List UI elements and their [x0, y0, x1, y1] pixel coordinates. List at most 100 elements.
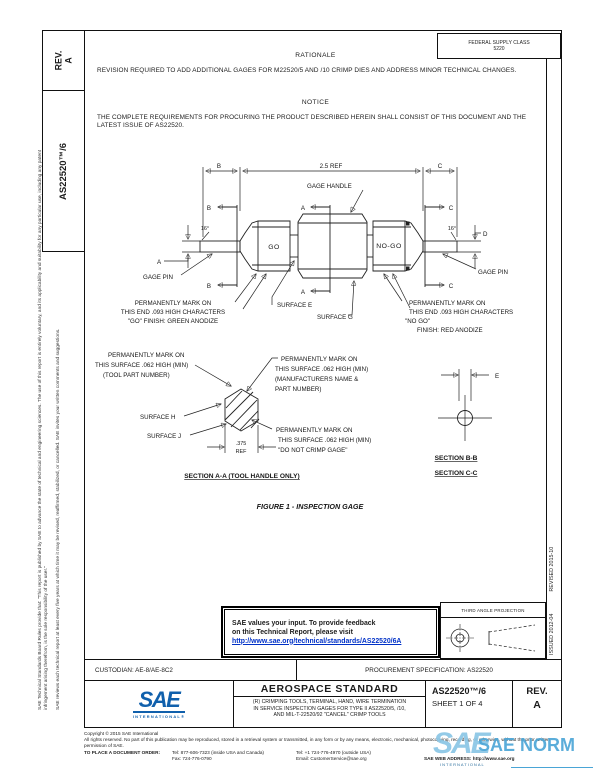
notice-body: THE COMPLETE REQUIREMENTS FOR PROCURING …: [97, 114, 527, 130]
feedback-line1: SAE values your input. To provide feedba…: [232, 619, 376, 627]
rationale-heading: RATIONALE: [295, 52, 336, 59]
gage-pin-left-label: GAGE PIN: [143, 274, 173, 281]
notice-heading: NOTICE: [301, 99, 330, 106]
surface-j-label: SURFACE J: [147, 433, 181, 440]
revision-cell: REV. A: [513, 681, 561, 727]
doc-number-side-box: AS22520™/6: [42, 90, 85, 252]
sae-logo: SAE INTERNATIONAL®: [132, 686, 186, 719]
dimension-lines: [164, 167, 489, 453]
revision-label: REV.: [526, 686, 548, 697]
copyright-block: Copyright © 2015 SAE International All r…: [84, 731, 562, 762]
fax-number: Fax: 724-776-0790: [172, 755, 212, 761]
mark-tool-line1: PERMANENTLY MARK ON: [108, 352, 184, 359]
watermark-international-text: INTERNATIONAL: [440, 762, 485, 767]
dim-b-label: B: [217, 163, 221, 170]
phone-outside-usa: Tel: +1 724-776-4970 (outside USA): [296, 749, 371, 755]
mark-nogo-line4: FINISH: RED ANODIZE: [417, 327, 483, 334]
section-bb-title: SECTION B-B: [435, 455, 478, 462]
fsc-label: FEDERAL SUPPLY CLASS: [468, 39, 530, 46]
chamfer-left-label: 16°: [201, 226, 209, 232]
dim-a-label: A: [157, 259, 162, 266]
section-a-letter-top: A: [301, 205, 306, 212]
section-cc-title: SECTION C-C: [435, 470, 478, 477]
custodian-row: CUSTODIAN: AE-8/AE-8C2 PROCUREMENT SPECI…: [85, 659, 561, 680]
third-angle-projection-box: THIRD ANGLE PROJECTION: [440, 602, 546, 659]
document-type-heading: AEROSPACE STANDARD: [234, 681, 425, 697]
copyright-line2: All rights reserved. No part of this pub…: [84, 736, 550, 748]
figure-caption: FIGURE 1 - INSPECTION GAGE: [257, 502, 364, 511]
sae-logo-subtext: INTERNATIONAL®: [132, 710, 186, 719]
revision-value: A: [533, 699, 541, 711]
surface-g-label: SURFACE G: [317, 314, 353, 321]
dim-d-label: D: [483, 231, 488, 238]
section-aa-hexagon: [224, 388, 260, 432]
sae-logo-text: SAE: [138, 686, 181, 712]
fsc-value: 5220: [493, 46, 505, 52]
mark-go-line1: PERMANENTLY MARK ON: [135, 300, 211, 307]
mark-mfr-line4: PART NUMBER): [275, 386, 321, 393]
sheet-number: SHEET 1 OF 4: [432, 699, 483, 708]
mark-nocrimp-line2: THIS SURFACE .062 HIGH (MIN): [278, 437, 371, 444]
web-address: SAE WEB ADDRESS: http://www.sae.org: [424, 755, 515, 761]
mark-mfr-line1: PERMANENTLY MARK ON: [281, 356, 357, 363]
section-cut-lines: [218, 205, 444, 293]
section-b-letter-bottom: B: [207, 283, 211, 290]
mark-nocrimp-line3: "DO NOT CRIMP GAGE": [278, 447, 348, 454]
surface-h-label: SURFACE H: [140, 414, 175, 421]
doc-number-side-label: AS22520™/6: [58, 142, 70, 200]
leader-lines: [180, 189, 477, 436]
title-block: SAE INTERNATIONAL® AEROSPACE STANDARD (R…: [85, 680, 561, 727]
feedback-link[interactable]: http://www.sae.org/technical/standards/A…: [232, 637, 402, 645]
third-angle-projection-symbol: [441, 618, 545, 658]
rev-side-label: REV.: [52, 50, 63, 71]
document-title-line1: (R) CRIMPING TOOLS, TERMINAL, HAND, WIRE…: [252, 699, 407, 705]
feedback-box: SAE values your input. To provide feedba…: [220, 605, 441, 659]
gage-outline: [199, 213, 458, 279]
section-aa-title: SECTION A-A (TOOL HANDLE ONLY): [184, 473, 300, 480]
procurement-spec-cell: PROCUREMENT SPECIFICATION: AS22520: [365, 666, 493, 674]
section-c-letter-bottom: C: [449, 283, 454, 290]
mark-mfr-line2: THIS SURFACE .062 HIGH (MIN): [275, 366, 368, 373]
mark-go-line3: "GO" FINISH: GREEN ANODIZE: [128, 318, 218, 325]
revised-date: REVISED 2015-10: [549, 546, 555, 592]
document-title-line2: IN SERVICE INSPECTION GAGES FOR TYPE II …: [253, 705, 406, 712]
third-angle-projection-label: THIRD ANGLE PROJECTION: [441, 603, 545, 618]
federal-supply-class-box: FEDERAL SUPPLY CLASS 5220: [437, 33, 561, 59]
right-column-divider: [546, 59, 547, 659]
phone-inside-usa: Tel: 877-606-7323 (inside USA and Canada…: [172, 749, 264, 755]
dim-c-label: C: [438, 163, 443, 170]
document-title-line3: AND MIL-T-22520/92 "CANCEL" CRIMP TOOLS: [273, 712, 386, 719]
gage-handle-label: GAGE HANDLE: [307, 183, 352, 190]
dim-hex-width: .375: [236, 441, 247, 447]
copyright-line1: Copyright © 2015 SAE International: [84, 731, 159, 736]
rationale-body: REVISION REQUIRED TO ADD ADDITIONAL GAGE…: [97, 67, 517, 74]
custodian-cell: CUSTODIAN: AE-8/AE-8C2: [85, 660, 297, 680]
document-number: AS22520™/6: [432, 686, 487, 696]
dim-e-label: E: [495, 373, 499, 380]
no-go-marking: NO-GO: [376, 243, 402, 250]
surface-e-label: SURFACE E: [277, 302, 312, 309]
revision-history-vertical: ISSUED 2012-04 REVISED 2015-10: [549, 420, 555, 655]
mark-tool-line2: THIS SURFACE .062 HIGH (MIN): [95, 362, 188, 369]
rev-side-value: A: [62, 57, 73, 64]
section-b-letter-top: B: [207, 205, 211, 212]
document-title-cell: AEROSPACE STANDARD (R) CRIMPING TOOLS, T…: [234, 681, 426, 727]
feedback-line2: on this Technical Report, please visit: [232, 628, 353, 636]
mark-nogo-line1: PERMANENTLY MARK ON: [409, 300, 485, 307]
main-frame: FEDERAL SUPPLY CLASS 5220 RATIONALE REVI…: [84, 30, 562, 728]
figure-1-inspection-gage: B 2.5 REF C 16° 16° GAGE HANDLE A D B B …: [95, 163, 513, 511]
chamfer-right-label: 16°: [448, 226, 456, 232]
email-address: Email: CustomerService@sae.org: [296, 755, 367, 761]
go-marking: GO: [268, 244, 280, 251]
section-c-letter-top: C: [449, 205, 454, 212]
mark-nogo-line3: "NO GO": [405, 318, 430, 325]
order-label: TO PLACE A DOCUMENT ORDER:: [84, 749, 161, 755]
section-a-letter-bottom: A: [301, 289, 306, 296]
mark-nogo-line2: THIS END .093 HIGH CHARACTERS: [409, 309, 513, 316]
document-number-cell: AS22520™/6 SHEET 1 OF 4: [426, 681, 513, 727]
dim-length-label: 2.5 REF: [320, 163, 343, 170]
section-bb-cc-view: [438, 395, 492, 441]
dim-hex-ref: REF: [236, 449, 247, 455]
watermark-divider-line: [511, 767, 593, 768]
